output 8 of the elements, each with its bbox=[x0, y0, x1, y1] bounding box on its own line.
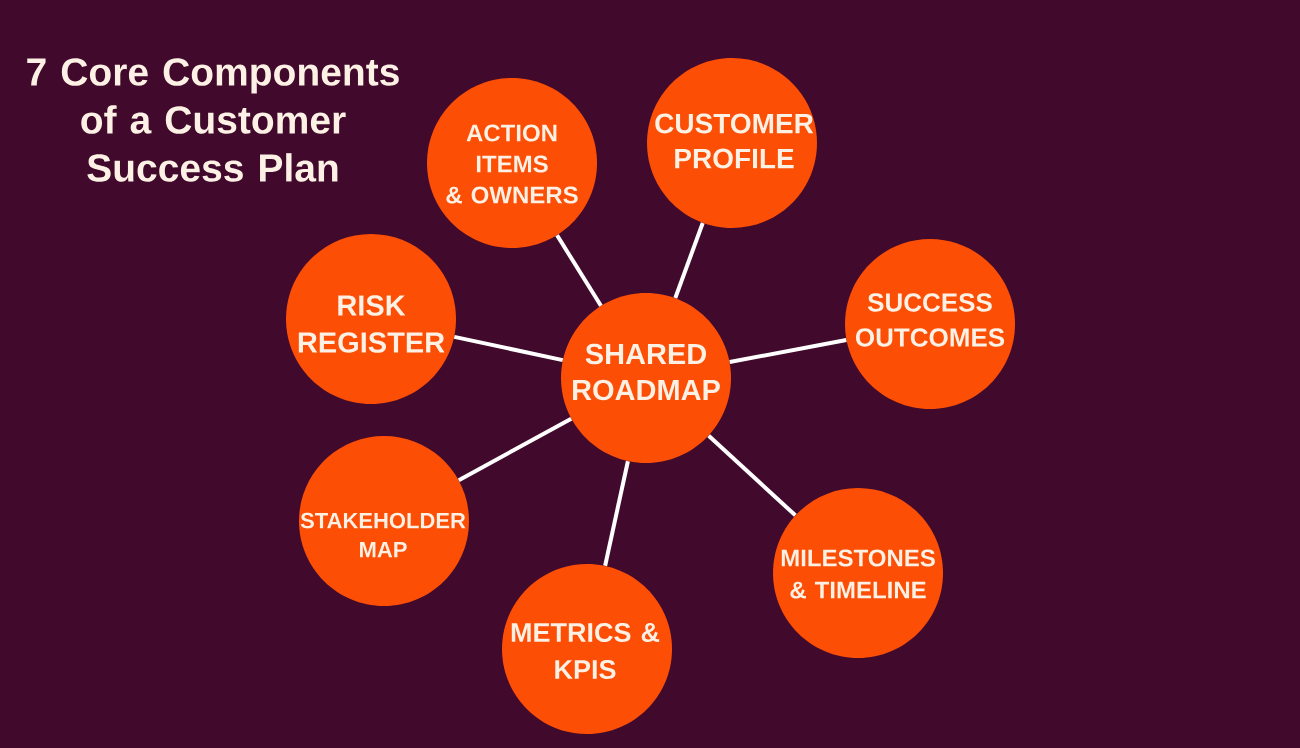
connector-line bbox=[729, 337, 847, 365]
connector-line bbox=[707, 434, 797, 517]
connector-line bbox=[673, 222, 705, 299]
connector-line bbox=[603, 460, 630, 567]
connector-line bbox=[457, 417, 573, 482]
connector-line bbox=[555, 234, 603, 307]
connector-line bbox=[453, 334, 564, 363]
title: 7 Core Components of a Customer Success Plan bbox=[27, 58, 399, 182]
